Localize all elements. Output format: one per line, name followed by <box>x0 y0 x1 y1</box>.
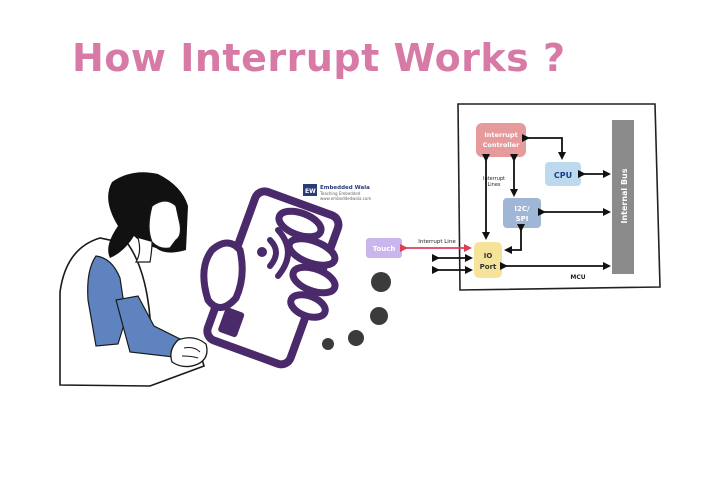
i2c-spi-label-2: SPI <box>516 215 529 223</box>
touch-label: Touch <box>373 245 396 253</box>
interrupt-line-label: Interrupt Line <box>418 239 456 245</box>
person-illustration <box>59 172 208 387</box>
brand-name: Embedded Wala <box>320 185 370 191</box>
phone-hand-icon <box>200 187 343 369</box>
i2c-spi-box <box>503 198 541 228</box>
signal-dot <box>348 330 364 346</box>
brand-url: www.embeddedwala.com <box>320 196 371 201</box>
embedded-wala-watermark: EW Embedded Wala Teaching Embedded www.e… <box>303 184 371 201</box>
brand-tagline: Teaching Embedded <box>319 191 361 196</box>
mcu-label: MCU <box>570 274 585 281</box>
page-title: How Interrupt Works ? <box>72 36 566 80</box>
signal-dot <box>371 272 391 292</box>
brand-logo-icon <box>303 184 317 196</box>
interrupt-controller-label-1: Interrupt <box>484 131 517 139</box>
i2c-spi-label-1: I2C/ <box>514 205 530 213</box>
signal-dots <box>322 272 391 350</box>
mcu-connections <box>432 134 611 274</box>
internal-bus-label: Internal Bus <box>620 168 629 223</box>
touch-wave-icon <box>257 227 291 279</box>
touch-node: Touch <box>366 238 402 258</box>
internal-bus <box>612 120 634 274</box>
cpu-label: CPU <box>554 171 572 180</box>
interrupt-lines-label-1: Interrupt <box>483 176 505 182</box>
io-port-box <box>474 242 502 278</box>
brand-logo-text: EW <box>305 188 316 195</box>
signal-dot <box>370 307 388 325</box>
signal-dot <box>322 338 334 350</box>
interrupt-lines-label-2: Lines <box>487 182 500 188</box>
interrupt-controller-label-2: Controller <box>483 141 521 149</box>
io-port-label-2: Port <box>480 263 497 271</box>
io-port-label-1: IO <box>484 252 493 260</box>
mcu-diagram: Internal Bus Interrupt Controller CPU I2… <box>400 103 661 291</box>
interrupt-controller-box <box>476 123 526 157</box>
cpu-box <box>545 162 581 186</box>
